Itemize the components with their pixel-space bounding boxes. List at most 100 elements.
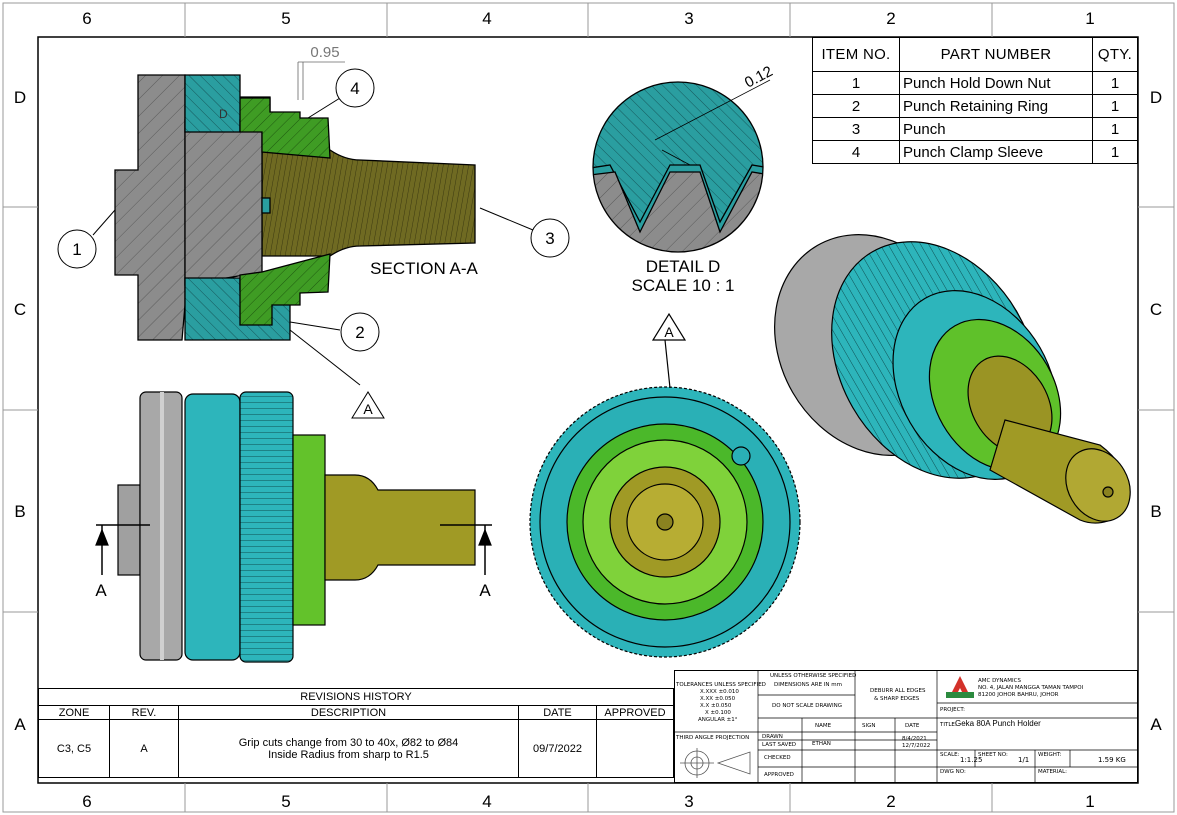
section-title: SECTION A-A	[370, 259, 478, 278]
col-label-bottom: 5	[281, 792, 290, 811]
sign-column: SIGN	[862, 723, 876, 729]
rev-zone: C3, C5	[38, 719, 110, 778]
drawn-label: DRAWN	[762, 734, 783, 740]
dimension-095-text: 0.95	[310, 44, 339, 61]
col-label-top: 2	[886, 9, 895, 28]
tolerance-line: X.X ±0.050	[700, 703, 732, 709]
dimension-012	[654, 79, 771, 166]
section-arrow-left-label: A	[95, 581, 107, 600]
rev-description: Grip cuts change from 30 to 40x, Ø82 to …	[178, 719, 519, 778]
bom-row: 3 Punch 1	[812, 117, 1138, 141]
col-label-bottom: 3	[684, 792, 693, 811]
rev-header-rev: REV.	[109, 705, 179, 720]
col-label-bottom: 4	[482, 792, 491, 811]
detail-d-callout: D	[219, 107, 228, 121]
tolerances-title: TOLERANCES UNLESS SPECIFIED	[676, 682, 766, 688]
detail-scale: SCALE 10 : 1	[631, 276, 734, 295]
side-view	[95, 391, 492, 663]
balloon-2	[340, 312, 380, 352]
projection-label: THIRD ANGLE PROJECTION	[676, 735, 750, 741]
rev-approved	[596, 719, 674, 778]
sheet-label: SHEET NO:	[978, 752, 1008, 758]
company-address-1: NO. 4, JALAN MANGGA TAMAN TAMPOI	[978, 685, 1084, 691]
rev-date: 09/7/2022	[518, 719, 597, 778]
bom-part: Punch	[899, 117, 1093, 141]
bill-of-materials: ITEM NO. PART NUMBER QTY. 1 Punch Hold D…	[812, 37, 1138, 164]
row-label-left: B	[14, 502, 25, 521]
bom-row: 4 Punch Clamp Sleeve 1	[812, 140, 1138, 164]
approved-label: APPROVED	[764, 772, 794, 778]
revision-row: C3, C5 A Grip cuts change from 30 to 40x…	[38, 719, 674, 778]
name-column: NAME	[815, 723, 832, 729]
row-label-right: D	[1150, 88, 1162, 107]
balloon-2-text: 2	[355, 323, 364, 342]
sheet-value: 1/1	[1018, 756, 1030, 764]
detail-title: DETAIL D	[646, 257, 721, 276]
dimensions-unit: DIMENSIONS ARE IN mm	[774, 682, 842, 688]
bom-row: 2 Punch Retaining Ring 1	[812, 94, 1138, 118]
front-view	[529, 312, 801, 658]
drawn-date: 8/4/2021	[902, 736, 927, 742]
company-address-2: 81200 JOHOR BAHRU, JOHOR	[978, 692, 1059, 698]
balloon-1	[57, 229, 97, 269]
company-logo	[946, 676, 974, 698]
detail-d-outline	[592, 81, 764, 253]
drawing-title: Geka 80A Punch Holder	[955, 719, 1041, 728]
weight-value: 1.59 KG	[1098, 756, 1126, 764]
isometric-view	[774, 234, 1131, 524]
last-saved-label: LAST SAVED	[762, 742, 797, 748]
rev-letter: A	[109, 719, 179, 778]
balloon-1-text: 1	[72, 240, 81, 259]
deburr-line-1: DEBURR ALL EDGES	[870, 688, 926, 694]
zone-ticks	[3, 3, 1174, 812]
date-column: DATE	[905, 723, 920, 729]
project-label: PROJECT:	[940, 707, 966, 713]
balloon-4-text: 4	[350, 79, 359, 98]
bom-qty: 1	[1092, 140, 1138, 164]
section-view-a-a	[114, 74, 476, 341]
third-angle-projection-icon	[680, 748, 751, 778]
bom-part: Punch Clamp Sleeve	[899, 140, 1093, 164]
balloon-4	[335, 68, 375, 108]
bom-row: 1 Punch Hold Down Nut 1	[812, 71, 1138, 95]
scale-value: 1:1.25	[960, 756, 983, 764]
bom-item: 3	[812, 117, 900, 141]
row-label-right: B	[1150, 502, 1161, 521]
drawn-name: ETHAN	[812, 741, 831, 747]
balloon-3	[530, 218, 570, 258]
bom-part: Punch Retaining Ring	[899, 94, 1093, 118]
col-label-top: 6	[82, 9, 91, 28]
row-label-right: A	[1150, 715, 1162, 734]
revisions-table: REVISIONS HISTORY ZONE REV. DESCRIPTION …	[38, 688, 674, 778]
revisions-title: REVISIONS HISTORY	[38, 688, 674, 706]
rev-description-line1: Grip cuts change from 30 to 40x, Ø82 to …	[238, 736, 459, 749]
do-not-scale: DO NOT SCALE DRAWING	[772, 703, 842, 709]
bom-item: 2	[812, 94, 900, 118]
bom-part: Punch Hold Down Nut	[899, 71, 1093, 95]
col-label-bottom: 2	[886, 792, 895, 811]
detail-view-marker-a: A	[363, 401, 373, 417]
deburr-line-2: & SHARP EDGES	[874, 696, 920, 702]
dimension-095	[297, 61, 345, 100]
row-label-right: C	[1150, 300, 1162, 319]
title-label: TITLE:	[940, 722, 957, 728]
unless-specified: UNLESS OTHERWISE SPECIFIED	[770, 673, 857, 679]
material-label: MATERIAL:	[1038, 769, 1068, 775]
col-label-bottom: 1	[1085, 792, 1094, 811]
tolerance-line: X.XXX ±0.010	[700, 689, 739, 695]
col-label-bottom: 6	[82, 792, 91, 811]
tolerance-line: X ±0.100	[705, 710, 731, 716]
company-name: AMC DYNAMICS	[978, 678, 1021, 684]
col-label-top: 3	[684, 9, 693, 28]
col-label-top: 5	[281, 9, 290, 28]
balloons	[57, 68, 570, 419]
detail-d-view	[593, 82, 763, 252]
col-label-top: 1	[1085, 9, 1094, 28]
title-block	[674, 670, 1138, 783]
section-arrow-right-label: A	[479, 581, 491, 600]
checked-label: CHECKED	[764, 755, 791, 761]
bom-item: 4	[812, 140, 900, 164]
last-saved-date: 12/7/2022	[902, 743, 931, 749]
